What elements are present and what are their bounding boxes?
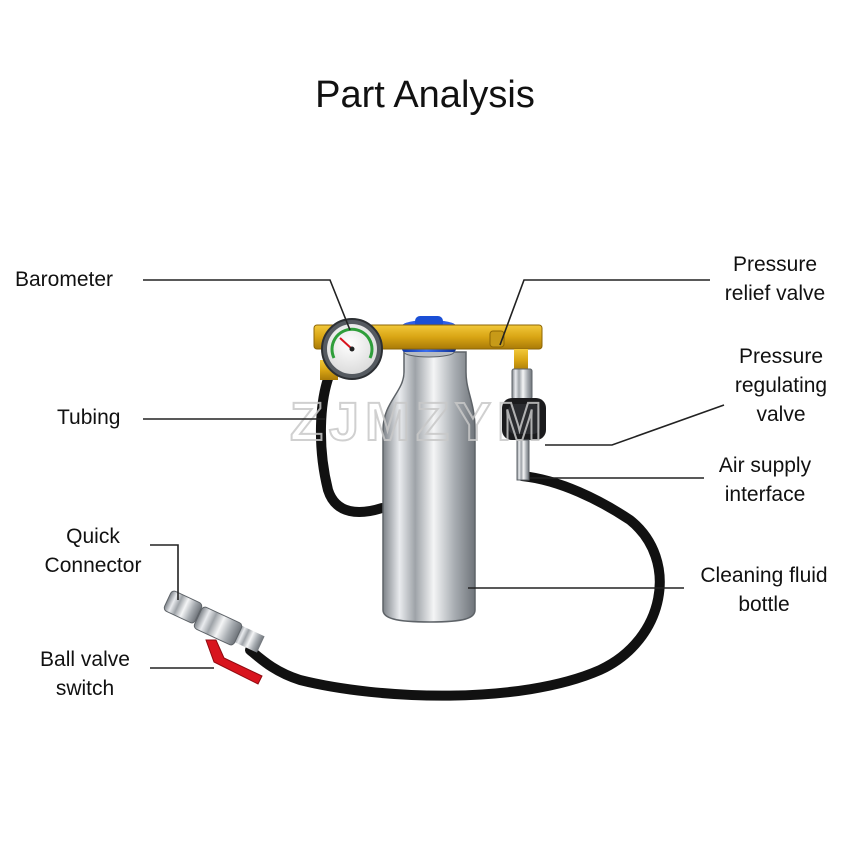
- label-ball-valve: Ball valve switch: [40, 648, 130, 700]
- label-barometer: Barometer: [15, 268, 114, 291]
- leader-pressure-relief: [499, 279, 710, 346]
- leader-lines: [143, 279, 725, 669]
- regulator-stem: [514, 349, 528, 371]
- watermark: ZJMZYM: [290, 392, 548, 452]
- label-pressure-regulating: Pressure regulating valve: [734, 345, 828, 426]
- leader-barometer: [143, 279, 351, 331]
- air-supply-fitting: [516, 439, 530, 481]
- quick-connector-body: [163, 590, 203, 624]
- label-tubing: Tubing: [57, 406, 121, 429]
- hose-end-fitting: [233, 625, 265, 653]
- label-air-supply: Air supply interface: [718, 454, 812, 506]
- cleaning-bottle: [382, 351, 476, 623]
- leader-pressure-regulating: [545, 404, 725, 446]
- label-cleaning-bottle: Cleaning fluid bottle: [700, 564, 828, 616]
- leader-quick-connector: [150, 544, 179, 600]
- page-title: Part Analysis: [315, 74, 535, 116]
- long-hose: [245, 471, 665, 701]
- ball-valve-handle: [205, 639, 263, 685]
- label-pressure-relief: Pressure relief valve: [724, 253, 826, 305]
- label-quick-connector: Quick Connector: [44, 525, 142, 577]
- ball-valve-body: [193, 606, 243, 646]
- tubing-hose: [315, 363, 387, 517]
